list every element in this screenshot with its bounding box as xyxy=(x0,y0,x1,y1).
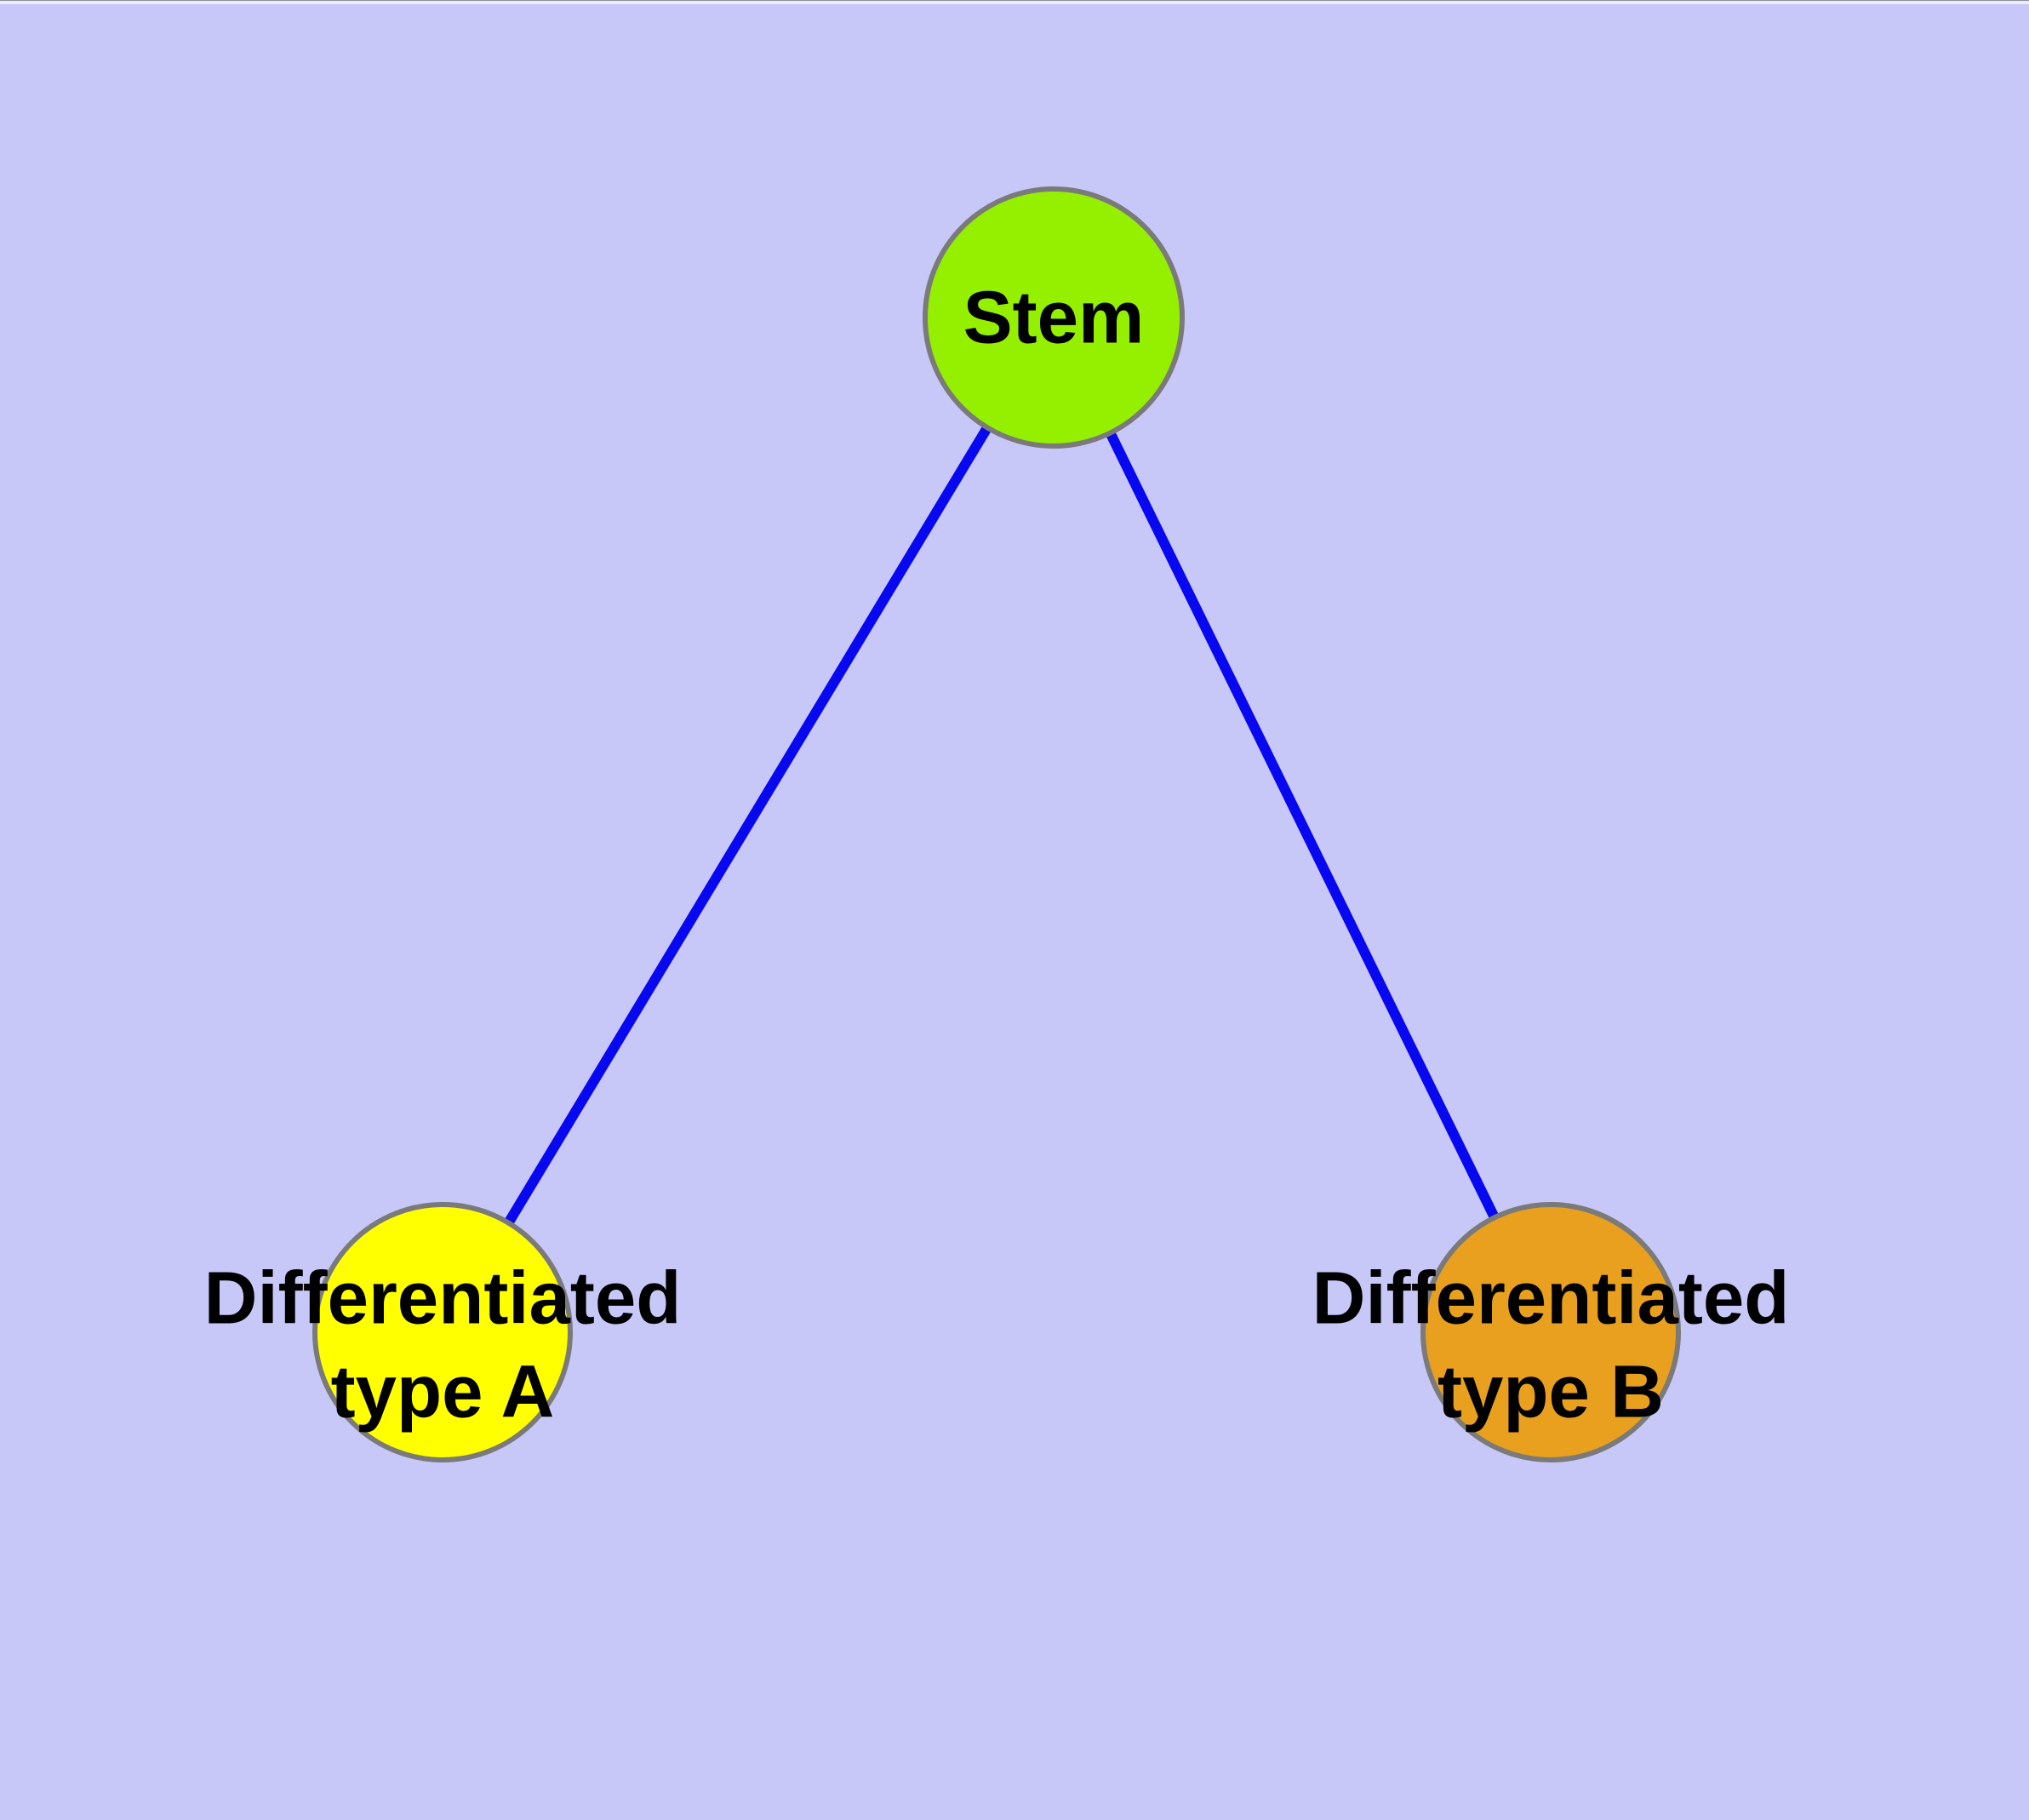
node-label-line: Stem xyxy=(963,277,1145,359)
node-label-line: type B xyxy=(1437,1351,1664,1434)
nodes-layer xyxy=(312,186,1681,1462)
node-stem xyxy=(923,186,1185,449)
node-label-stem: Stem xyxy=(963,277,1145,359)
edge-stem-to-diff-b xyxy=(1049,315,1556,1335)
node-label-line: Differentiated xyxy=(204,1257,682,1340)
edge-stem-to-diff-a xyxy=(437,314,1059,1336)
node-label-line: type A xyxy=(331,1351,555,1434)
node-diff-a xyxy=(312,1202,573,1462)
node-label-line: Differentiated xyxy=(1312,1257,1790,1340)
node-label-diff-b: Differentiated type B xyxy=(1312,1257,1790,1434)
edges-layer xyxy=(437,314,1556,1336)
node-diff-b xyxy=(1420,1202,1681,1462)
window-top-edge xyxy=(0,0,2029,4)
node-label-diff-a: Differentiated type A xyxy=(204,1257,682,1434)
